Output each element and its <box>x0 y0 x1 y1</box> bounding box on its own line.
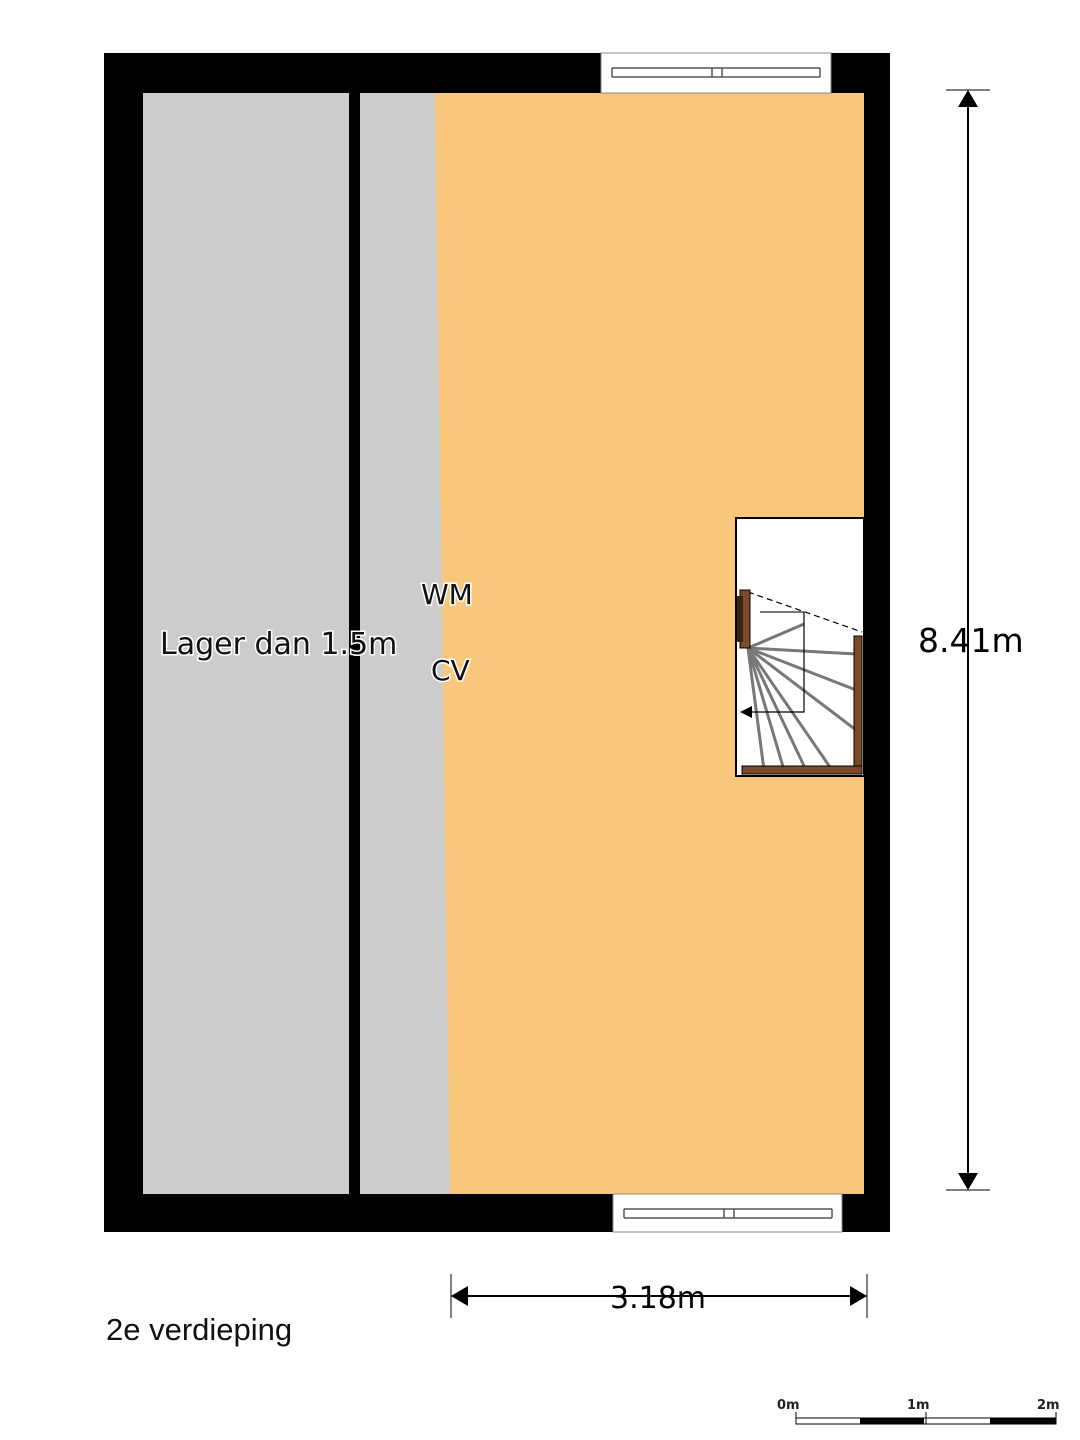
washing-machine-label: WM <box>421 578 473 611</box>
low-ceiling-zone-left <box>143 93 349 1194</box>
room-floor <box>435 93 864 1194</box>
scale-bar <box>795 1412 1057 1425</box>
scale-label-1: 1m <box>907 1398 930 1413</box>
scale-label-0: 0m <box>777 1398 800 1413</box>
window-bottom <box>612 1193 843 1233</box>
height-dimension <box>946 89 990 1191</box>
height-dimension-label: 8.41m <box>918 621 1024 660</box>
floor-title: 2e verdieping <box>106 1312 293 1347</box>
window-top <box>600 52 832 94</box>
stair-walk-line <box>748 612 805 713</box>
width-dimension <box>450 1274 868 1318</box>
low-ceiling-label: Lager dan 1.5m <box>160 627 397 662</box>
scale-label-2: 2m <box>1037 1398 1060 1413</box>
boiler-label: CV <box>431 654 470 687</box>
staircase <box>735 517 865 777</box>
width-dimension-label: 3.18m <box>610 1281 706 1316</box>
stair-arrow-icon <box>740 706 752 718</box>
